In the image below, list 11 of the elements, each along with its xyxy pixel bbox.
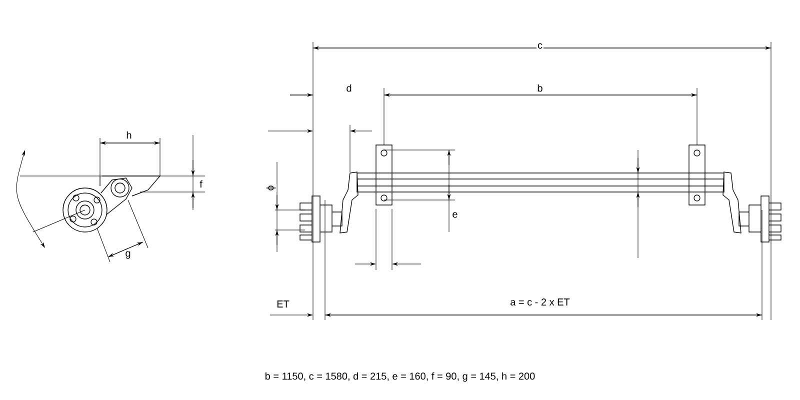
dimension-label: h bbox=[125, 130, 133, 140]
dimension-label: ET bbox=[276, 300, 290, 308]
dimension-label: a = c - 2 x ET bbox=[509, 297, 571, 307]
dimension-label: e bbox=[451, 211, 459, 219]
dimension-label: d bbox=[345, 83, 353, 93]
dimension-label: g bbox=[124, 250, 132, 260]
caption: b = 1150, c = 1580, d = 215, e = 160, f = 90, g = 145, h = 200 bbox=[266, 372, 535, 382]
dimension-label: ϕ bbox=[265, 184, 277, 192]
dimension-label: b bbox=[536, 83, 544, 93]
dimension-label: f bbox=[198, 179, 204, 189]
dimension-label: c bbox=[536, 42, 544, 50]
